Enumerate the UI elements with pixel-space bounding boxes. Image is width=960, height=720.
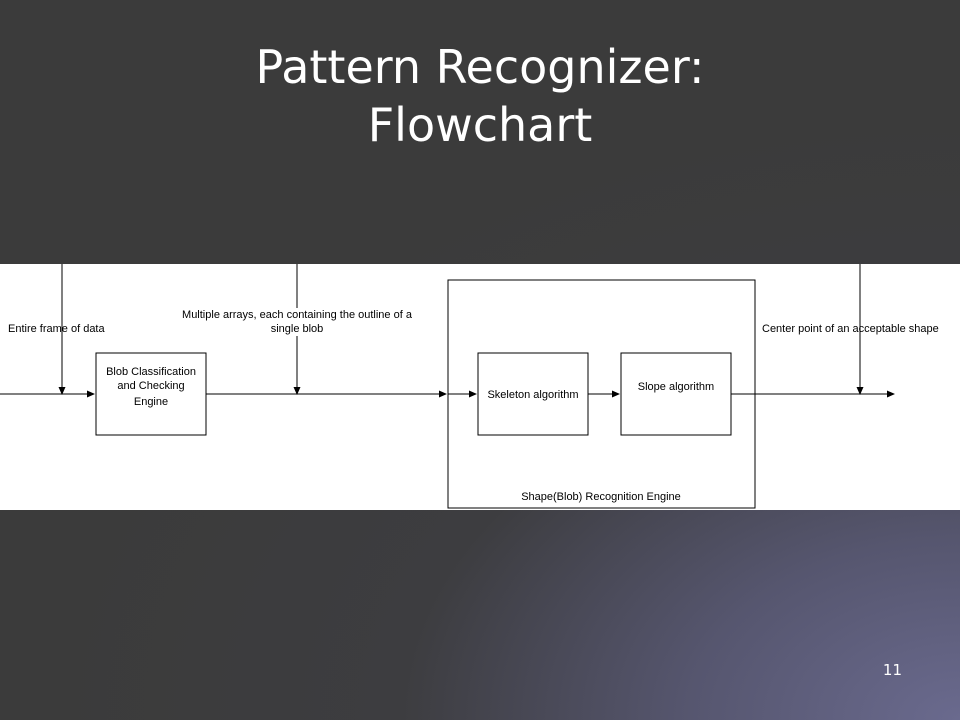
blob-engine-box	[95, 352, 207, 436]
skeleton-algorithm-label: Skeleton algorithm	[487, 389, 578, 401]
blob-engine-label-line-3: Engine	[134, 396, 168, 408]
container-label: Shape(Blob) Recognition Engine	[521, 491, 681, 503]
arrays-label-line-2: single blob	[271, 323, 324, 335]
slope-algorithm-label: Slope algorithm	[638, 381, 714, 393]
flowchart-diagram: Blob Classification and Checking Engine …	[0, 264, 960, 510]
output-label: Center point of an acceptable shape	[762, 323, 939, 335]
page-number: 11	[882, 661, 902, 679]
input-label: Entire frame of data	[8, 323, 105, 335]
slope-algorithm-box	[620, 352, 732, 436]
blob-engine-label-line-1: Blob Classification	[106, 366, 196, 378]
title-line-2: Flowchart	[367, 98, 593, 152]
slide-title: Pattern Recognizer: Flowchart	[0, 38, 960, 154]
skeleton-algorithm-box	[477, 352, 589, 436]
recognition-engine-container	[447, 279, 756, 509]
arrays-label-line-1: Multiple arrays, each containing the out…	[182, 309, 413, 321]
blob-engine-label-line-2: and Checking	[117, 380, 184, 392]
title-line-1: Pattern Recognizer:	[255, 40, 705, 94]
